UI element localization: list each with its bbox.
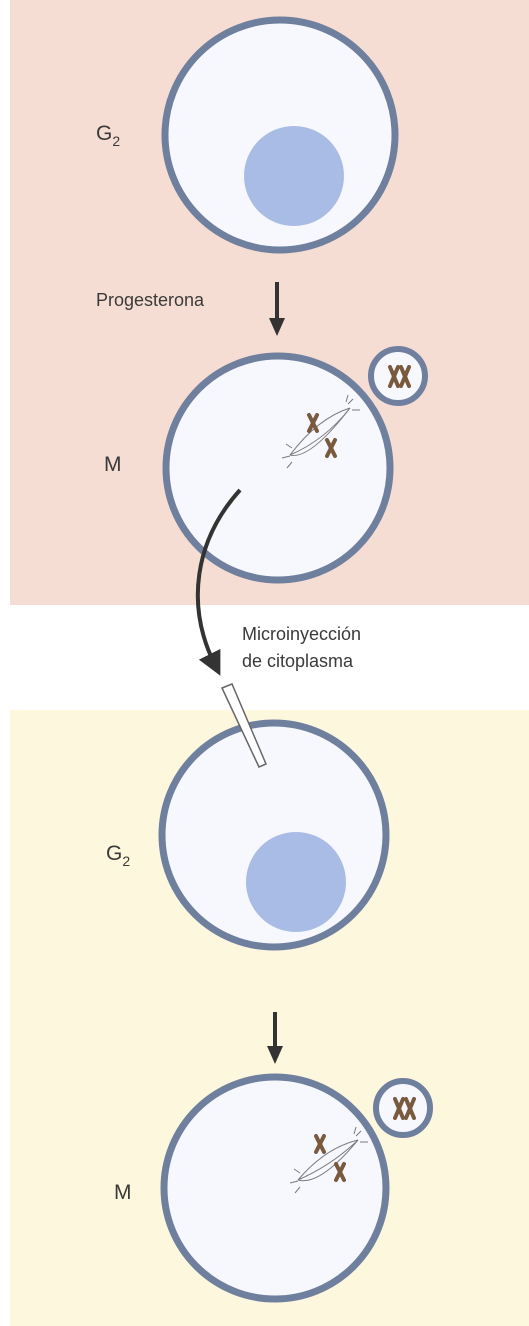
polar-body [371, 349, 425, 403]
microinjection-label-line1: Microinyección [242, 624, 361, 644]
progesterone-label: Progesterona [96, 290, 205, 310]
bottom-m-label: M [114, 1181, 132, 1204]
top-g2-oocyte [165, 20, 395, 250]
nucleus [244, 126, 344, 226]
cell-membrane [164, 1077, 386, 1299]
cell-membrane [166, 356, 390, 580]
polar-body [376, 1081, 430, 1135]
top-m-label: M [104, 453, 122, 476]
bottom-g2-oocyte [162, 723, 386, 947]
microinjection-label-line2: de citoplasma [242, 651, 354, 671]
nucleus [246, 832, 346, 932]
